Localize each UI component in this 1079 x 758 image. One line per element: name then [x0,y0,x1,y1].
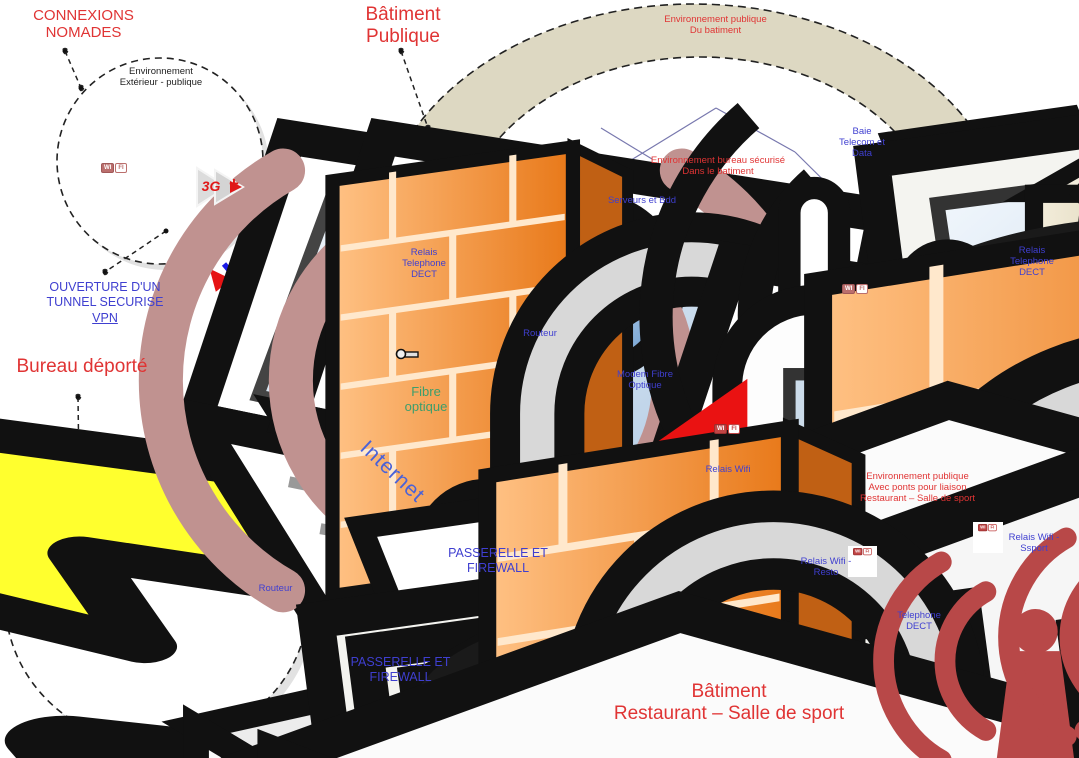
label-env-publique-resto: Environnement publique Avec ponts pour l… [859,471,976,505]
label-vpn: VPN [92,311,118,325]
label-routeur-left: Routeur [258,583,293,594]
3g-arrow-icon [230,181,242,193]
wifi-fi-label: FI [863,548,872,556]
label-connexions-nomades: CONNEXIONS NOMADES [33,7,134,42]
wifi-wi-label: WI [714,424,728,434]
label-relais-wifi-resto: Relais Wifi - Resto [800,556,852,579]
3g-chevron-icon [214,168,245,206]
zone-nomades-icons [159,136,1042,758]
label-modem-fibre: Modem Fibre Optique [617,369,673,392]
label-tunnel-vpn: OUVERTURE D'UN TUNNEL SECURISE [46,280,164,309]
label-telephone-dect: Telephone DECT [897,610,941,633]
relais-wifi-box [848,546,877,577]
label-env-publique-batiment: Environnement publique Du batiment [664,14,767,37]
3g-chevron-icon [196,166,229,208]
wifi-fi-label: FI [115,163,127,173]
label-bureau-deporte: Bureau déporté [16,356,148,377]
label-relais-dect-right: Relais Telephone DECT [1010,245,1054,279]
label-passerelle-center: PASSERELLE ET FIREWALL [448,546,548,575]
wifi-wi-label: WI [978,524,988,532]
label-routeur-center: Routeur [523,328,557,339]
wifi-fi-label: FI [988,524,997,532]
label-3g-plus: + [229,174,239,193]
label-batiment-publique: Bâtiment Publique [365,4,441,48]
label-fibre-optique: Fibre optique [404,384,448,415]
label-relais-wifi-ssport: Relais Wifi - Ssport [1008,532,1060,555]
wifi-wi-label: WI [853,548,863,556]
label-passerelle-left: PASSERELLE ET FIREWALL [350,655,451,684]
label-env-exterieur: Environnement Extérieur - publique [119,66,203,89]
wifi-wi-label: WI [842,284,856,294]
label-3g: 3G [201,178,221,194]
label-relais-dect-left: Relais Telephone DECT [402,247,446,281]
wifi-fi-label: FI [728,424,740,434]
label-relais-wifi: Relais Wifi [705,464,751,475]
label-env-bureau-securise: Environnement bureau sécurisé Dans le ba… [650,155,786,178]
key-icon [395,348,419,360]
zone-resto-icons [848,522,1079,758]
label-batiment-resto: Bâtiment Restaurant – Salle de sport [613,681,845,725]
label-serveurs-bdd: Serveurs et Bdd [607,195,677,206]
wifi-fi-label: FI [856,284,868,294]
wifi-wi-label: WI [101,163,115,173]
label-baie-telecom: Baie Telecom et Data [839,126,885,160]
